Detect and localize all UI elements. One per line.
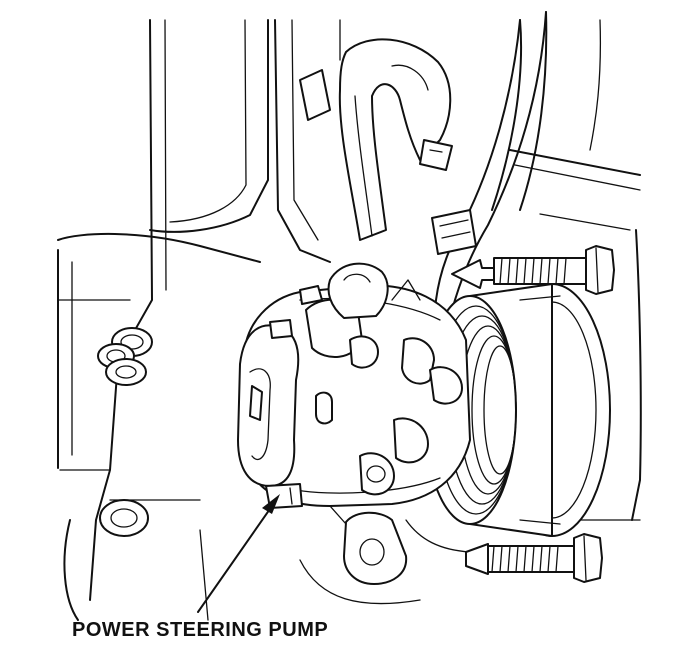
leader-line bbox=[197, 494, 280, 613]
block-bosses bbox=[97, 327, 153, 537]
pump-body bbox=[237, 262, 471, 509]
pump-caption: POWER STEERING PUMP bbox=[72, 619, 329, 641]
lower-mounting-bolt bbox=[465, 533, 603, 583]
pressure-line bbox=[429, 11, 547, 361]
upper-hose bbox=[338, 38, 453, 241]
upper-mounting-bolt bbox=[493, 245, 615, 295]
lower-bracket bbox=[329, 505, 471, 585]
upper-bolt-arrow bbox=[451, 259, 501, 289]
engine-block bbox=[57, 11, 642, 621]
